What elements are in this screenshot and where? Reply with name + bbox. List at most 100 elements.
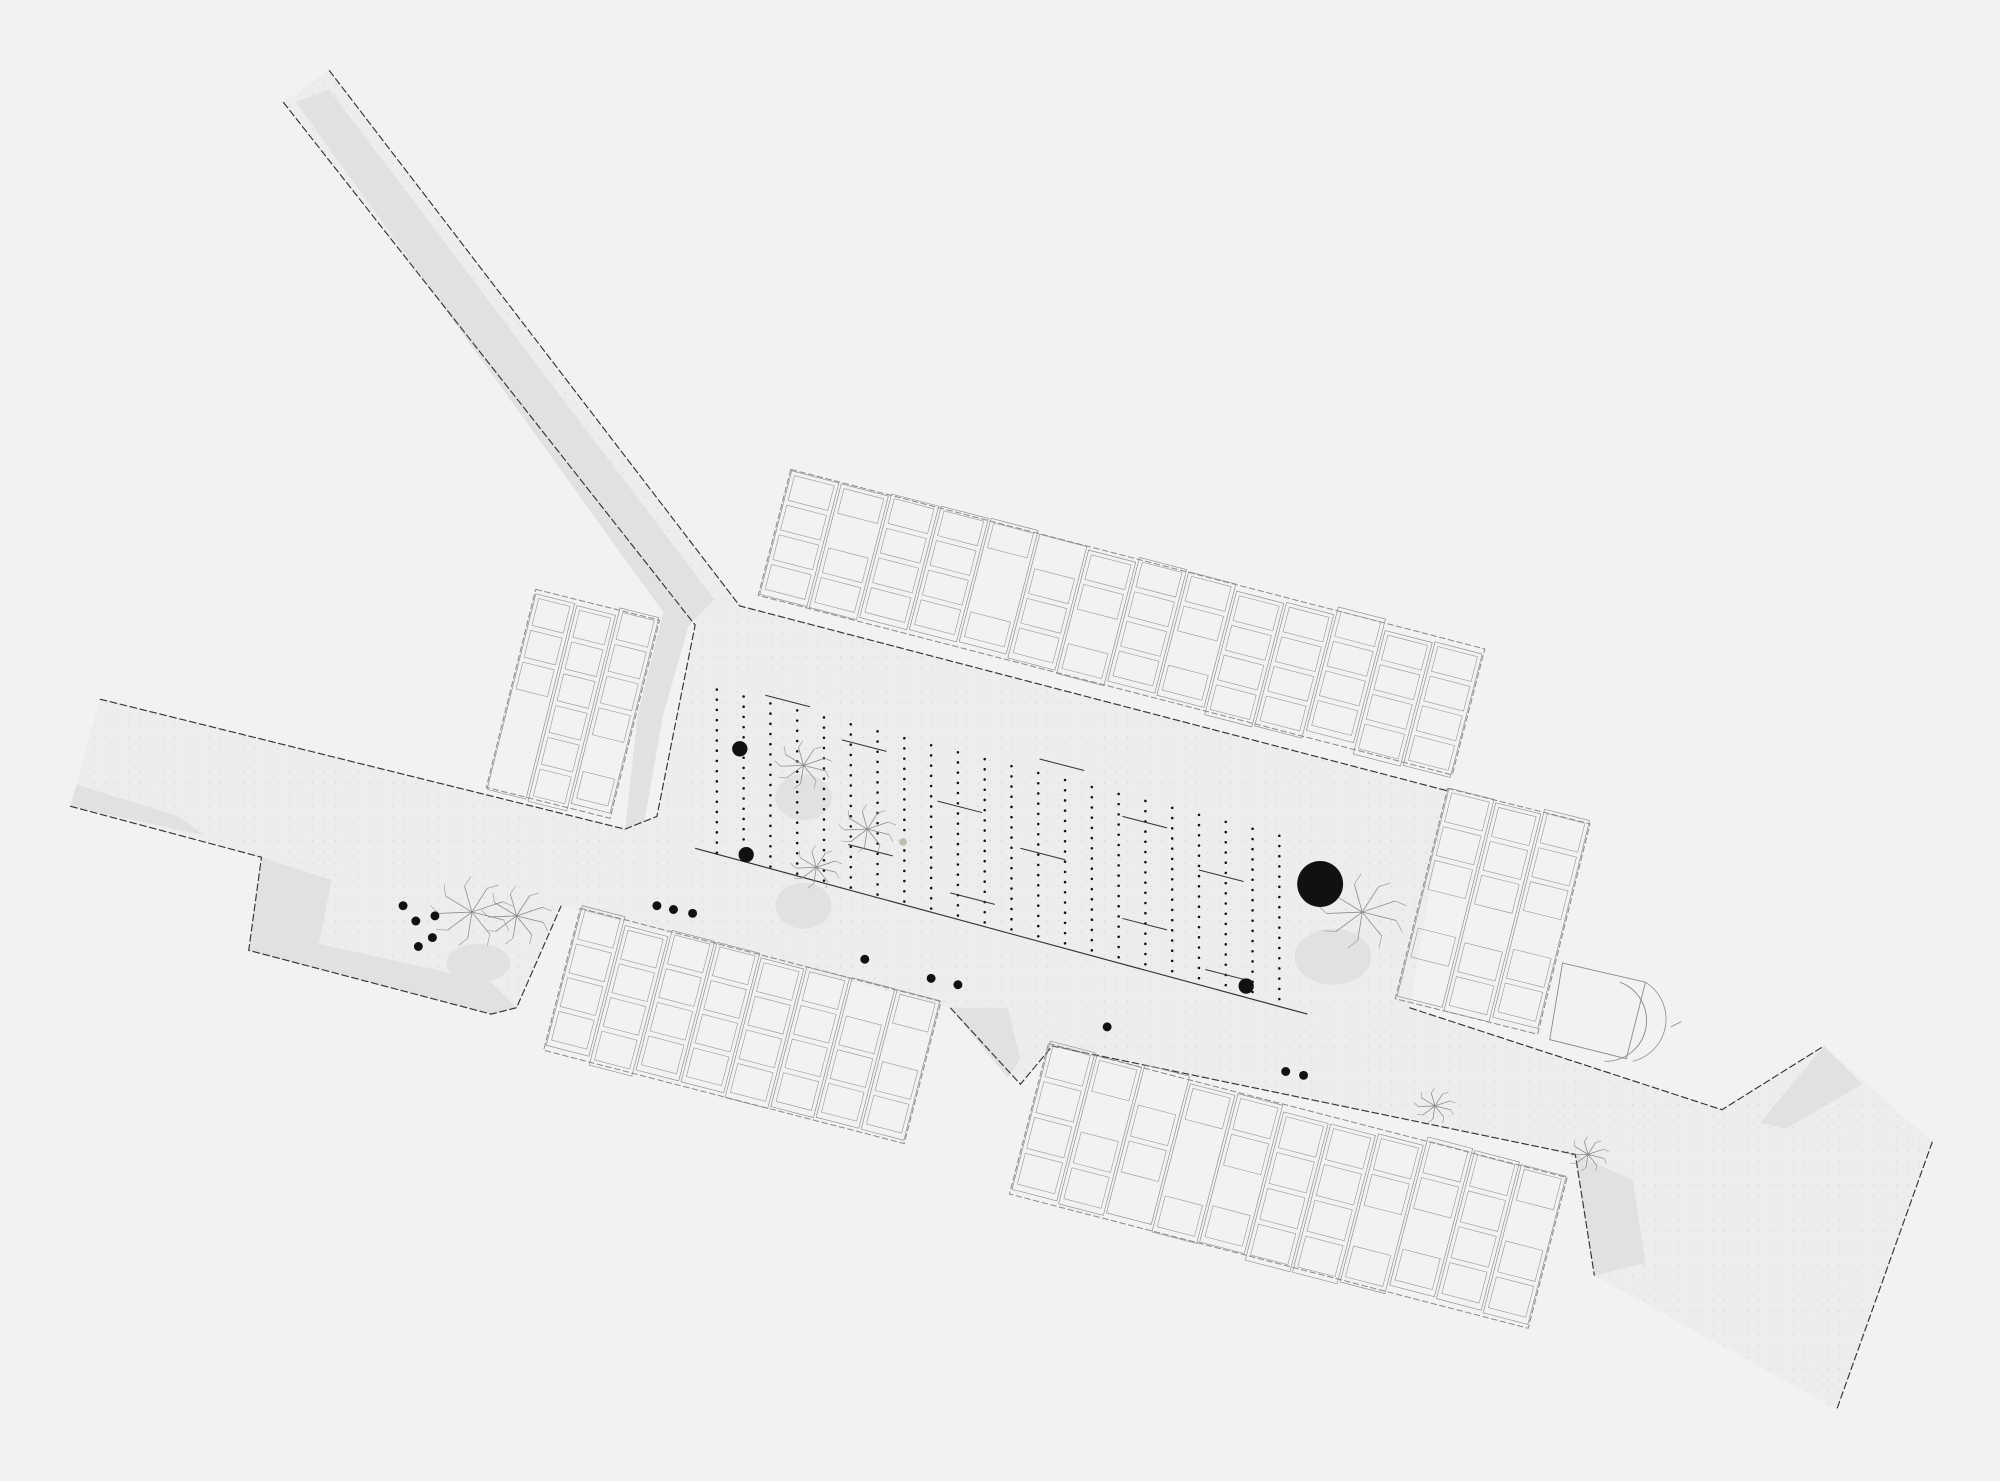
building-room bbox=[1435, 826, 1482, 866]
grid-dot bbox=[983, 808, 986, 812]
building-room bbox=[649, 1001, 694, 1041]
grid-dot bbox=[1063, 880, 1067, 884]
grid-dot bbox=[849, 814, 853, 818]
tree-twig bbox=[834, 860, 842, 865]
grid-dot bbox=[1010, 856, 1013, 860]
grid-dot bbox=[1117, 955, 1120, 959]
grid-dot bbox=[742, 817, 745, 821]
grid-dot bbox=[1090, 847, 1094, 850]
grid-dot bbox=[1117, 915, 1120, 918]
grid-dot bbox=[956, 761, 960, 764]
tree-branch bbox=[1587, 1142, 1596, 1155]
grid-dot bbox=[795, 821, 799, 824]
building-room bbox=[1358, 723, 1405, 760]
grid-dot bbox=[849, 774, 853, 777]
grid-dot bbox=[849, 886, 853, 889]
grid-dot bbox=[742, 797, 745, 800]
grid-dot bbox=[1010, 846, 1013, 850]
building-unit bbox=[486, 593, 576, 800]
tree-twig bbox=[798, 850, 801, 858]
building-room bbox=[1084, 554, 1132, 591]
grid-dot bbox=[903, 757, 906, 760]
grid-dot bbox=[929, 805, 933, 808]
grid-dot bbox=[1036, 863, 1040, 867]
grid-dot bbox=[1090, 785, 1094, 789]
edge-line bbox=[1836, 1141, 1933, 1410]
grid-dot bbox=[1170, 888, 1174, 891]
grid-dot bbox=[742, 807, 745, 811]
building-unit bbox=[1007, 534, 1088, 671]
tree-twig bbox=[529, 892, 539, 897]
grid-dot bbox=[1224, 841, 1228, 844]
building-room bbox=[756, 962, 800, 1001]
grid-dot bbox=[983, 910, 986, 914]
grid-dot bbox=[1090, 877, 1094, 881]
tree-branch bbox=[811, 851, 817, 868]
grid-dot bbox=[769, 844, 772, 848]
building-unit bbox=[545, 905, 626, 1057]
building-room bbox=[821, 547, 869, 584]
building-unit bbox=[908, 505, 989, 643]
building-room bbox=[814, 577, 862, 613]
building-unit bbox=[1011, 1040, 1096, 1202]
building-unit bbox=[1389, 1136, 1474, 1298]
building-room bbox=[607, 643, 647, 680]
grid-dot bbox=[983, 757, 986, 761]
building-unit bbox=[1402, 641, 1483, 778]
tree-icon bbox=[1567, 1136, 1609, 1172]
grid-dot bbox=[1144, 911, 1147, 915]
building-room bbox=[929, 540, 977, 576]
grid-dot bbox=[1170, 847, 1174, 850]
building-room bbox=[864, 587, 912, 623]
building-unit bbox=[808, 483, 889, 620]
building-room bbox=[577, 909, 621, 949]
marker-dot bbox=[860, 954, 870, 964]
grid-dot bbox=[1036, 771, 1040, 775]
grid-dot bbox=[1197, 854, 1201, 857]
building-unit bbox=[570, 607, 660, 814]
grid-dot bbox=[876, 852, 879, 856]
building-room bbox=[1259, 695, 1307, 732]
building-room bbox=[1410, 927, 1457, 967]
grid-dot bbox=[903, 787, 906, 791]
tree-branch bbox=[1434, 1100, 1451, 1107]
building-unit bbox=[635, 929, 716, 1082]
grid-dot bbox=[1063, 901, 1067, 904]
grid-dot bbox=[715, 831, 719, 834]
grid-dot bbox=[983, 921, 986, 924]
tree-branch bbox=[1575, 1154, 1589, 1164]
grid-dot bbox=[1090, 928, 1094, 932]
shadow bbox=[1294, 928, 1372, 985]
grid-dot bbox=[1251, 868, 1254, 871]
buildings bbox=[485, 468, 1682, 1329]
tree-branch bbox=[464, 886, 473, 913]
grid-dot bbox=[1224, 851, 1228, 854]
tree-branch bbox=[816, 867, 828, 882]
grid-dot bbox=[822, 848, 826, 852]
tree-twig bbox=[1413, 1102, 1419, 1107]
bench-line bbox=[937, 800, 983, 814]
tree-twig bbox=[835, 872, 840, 879]
tree-branch bbox=[471, 901, 503, 913]
building-room bbox=[1441, 1262, 1488, 1304]
grid-dot bbox=[715, 820, 719, 824]
tree-twig bbox=[811, 845, 816, 852]
tree-branch bbox=[844, 828, 868, 831]
grid-dot bbox=[956, 842, 960, 846]
grid-dot bbox=[929, 764, 933, 767]
building-room bbox=[564, 641, 604, 678]
grid-dot bbox=[956, 904, 960, 907]
grid-dot bbox=[1251, 939, 1254, 943]
grid-dot bbox=[929, 907, 933, 910]
tree-twig bbox=[774, 760, 781, 767]
tree-branch bbox=[488, 915, 517, 918]
tree-twig bbox=[813, 746, 822, 750]
building-room bbox=[914, 599, 962, 636]
grid-dot bbox=[956, 853, 960, 856]
grid-dot bbox=[1251, 909, 1254, 912]
tree-twig bbox=[861, 804, 867, 812]
grid-dot bbox=[1197, 946, 1201, 949]
building-room bbox=[640, 1035, 685, 1075]
building-room bbox=[1365, 694, 1413, 730]
tree-twig bbox=[529, 934, 533, 945]
